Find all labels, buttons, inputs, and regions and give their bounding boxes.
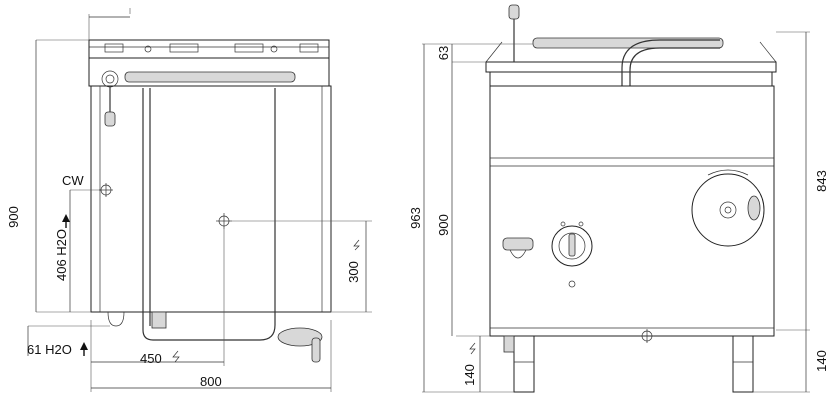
h2o-lower-label: 61 H2O <box>27 342 72 357</box>
tilt-wheel <box>691 173 765 247</box>
electric-lightning-icon <box>353 239 360 251</box>
hand-wheel <box>277 327 323 347</box>
up-arrow-icon <box>80 342 88 350</box>
bolt <box>144 45 152 53</box>
cabinet-body <box>90 85 332 313</box>
dim-450: 450 <box>140 351 162 366</box>
cw-label: CW <box>62 173 84 188</box>
dim-800: 800 <box>200 374 222 389</box>
left-view: CW 900 406 H2O 61 H2O 300 450 800 <box>6 8 372 392</box>
dim-140-mid: 140 <box>462 364 477 386</box>
dim-900-mid: 900 <box>436 214 451 236</box>
dim-63: 63 <box>436 46 451 60</box>
dim-300: 300 <box>346 261 361 283</box>
bolt <box>270 45 278 53</box>
valve-control <box>502 237 534 251</box>
dim-900-left: 900 <box>6 206 21 228</box>
indicator-light <box>568 280 576 288</box>
electric-lightning-icon <box>172 350 180 363</box>
h2o-upper-label: 406 H2O <box>54 229 69 281</box>
front-leg-right <box>732 335 754 393</box>
up-arrow-icon <box>62 214 70 222</box>
dim-140-right: 140 <box>814 350 829 372</box>
tilt-lever <box>142 88 276 341</box>
handle-bar <box>124 71 296 83</box>
electric-lightning-icon <box>469 342 476 355</box>
front-leg-left <box>513 335 535 393</box>
dim-843: 843 <box>814 170 829 192</box>
front-view: 963 900 63 140 843 140 <box>408 4 829 393</box>
dim-963: 963 <box>408 207 423 229</box>
top-rail <box>88 39 330 59</box>
